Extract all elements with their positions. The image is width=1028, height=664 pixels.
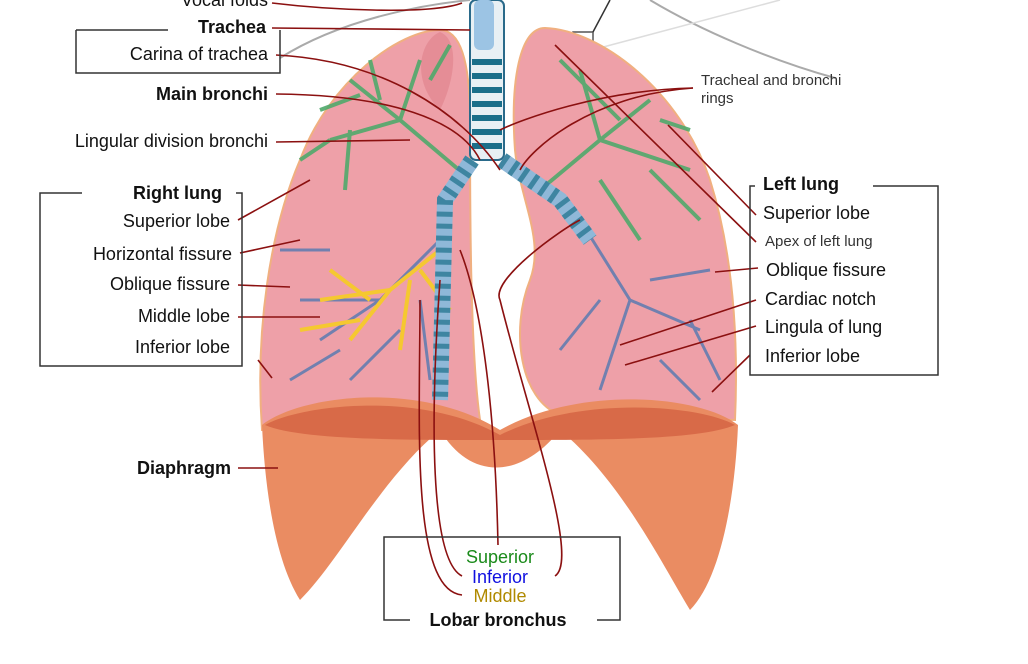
- label-right-inferior-lobe: Inferior lobe: [134, 337, 230, 357]
- diaphragm: [262, 397, 738, 610]
- label-horizontal-fissure: Horizontal fissure: [92, 244, 232, 264]
- label-diaphragm: Diaphragm: [136, 458, 231, 478]
- label-right-superior-lobe: Superior lobe: [122, 211, 230, 231]
- label-vocal-folds: Vocal folds: [180, 0, 268, 10]
- label-trachea: Trachea: [197, 17, 266, 37]
- label-main-bronchi: Main bronchi: [156, 84, 268, 104]
- label-middle-lobe: Middle lobe: [137, 306, 230, 326]
- label-lingula-of-lung: Lingula of lung: [765, 317, 883, 337]
- label-carina-of-trachea: Carina of trachea: [129, 44, 268, 64]
- label-lobar-inferior: Inferior: [471, 567, 529, 587]
- label-lobar-superior: Superior: [465, 547, 535, 567]
- label-lobar-bronchus: Lobar bronchus: [429, 610, 567, 630]
- label-cardiac-notch: Cardiac notch: [765, 289, 877, 309]
- label-tracheal-bronchi-rings: Tracheal and bronchi rings: [701, 72, 842, 107]
- label-apex-of-left-lung: Apex of left lung: [765, 233, 873, 250]
- label-left-superior-lobe: Superior lobe: [763, 203, 871, 223]
- label-left-oblique-fissure: Oblique fissure: [766, 260, 887, 280]
- label-right-lung: Right lung: [133, 183, 222, 203]
- label-left-lung: Left lung: [763, 174, 839, 194]
- label-left-inferior-lobe: Inferior lobe: [765, 346, 861, 366]
- label-lingular-division-bronchi: Lingular division bronchi: [74, 131, 268, 151]
- label-lobar-middle: Middle: [473, 586, 527, 606]
- label-right-oblique-fissure: Oblique fissure: [109, 274, 230, 294]
